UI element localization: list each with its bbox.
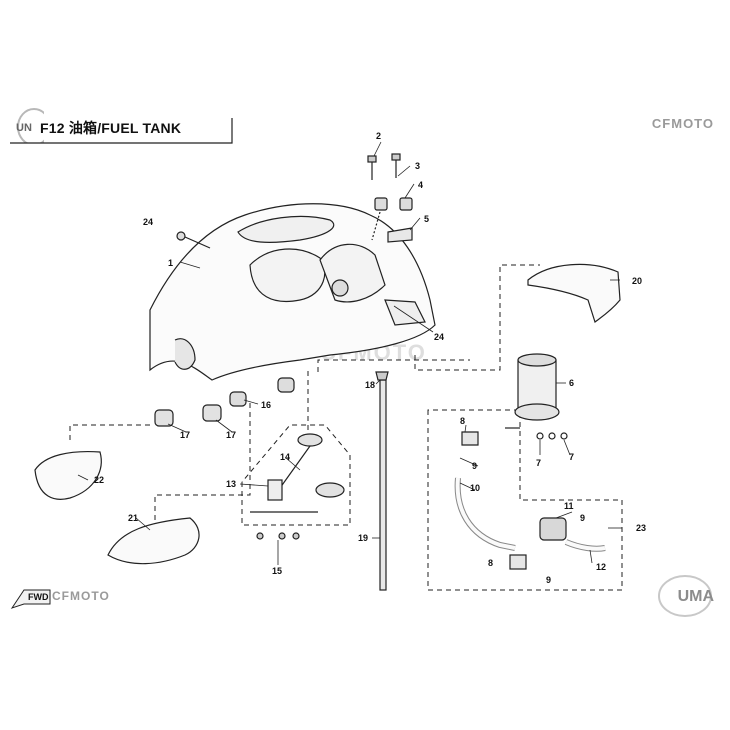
callout-2: 2: [376, 131, 381, 141]
callout-29: 24: [143, 217, 153, 227]
callout-27: 22: [94, 475, 104, 485]
callout-22: 17: [226, 430, 236, 440]
svg-text:UN: UN: [16, 122, 32, 134]
callout-17: 13: [226, 479, 236, 489]
callout-19: 15: [272, 566, 282, 576]
callout-13: 9: [546, 575, 551, 585]
callout-24: 19: [358, 533, 368, 543]
callout-28: 23: [636, 523, 646, 533]
callout-11: 9: [472, 461, 477, 471]
callout-7: 7: [536, 458, 541, 468]
callout-5: 5: [424, 214, 429, 224]
callout-3: 3: [415, 161, 420, 171]
callout-30: 24: [434, 332, 444, 342]
callout-16: 12: [596, 562, 606, 572]
forward-arrow-icon: [10, 584, 54, 617]
uma-ring-logo-bottom-icon: [655, 574, 715, 623]
callout-4: 4: [418, 180, 423, 190]
callout-6: 6: [569, 378, 574, 388]
callout-15: 11: [564, 501, 574, 511]
callout-25: 20: [632, 276, 642, 286]
cfmoto-logo-bottom: CFMOTO: [52, 589, 110, 603]
callout-8: 7: [569, 452, 574, 462]
callout-1: 1: [168, 258, 173, 268]
callout-20: 16: [261, 400, 271, 410]
fwd-label: FWD: [28, 592, 49, 602]
callout-26: 21: [128, 513, 138, 523]
callout-14: 10: [470, 483, 480, 493]
callout-9: 8: [460, 416, 465, 426]
callout-21: 17: [180, 430, 190, 440]
callout-10: 8: [488, 558, 493, 568]
uma-logo-text: UMA: [677, 588, 714, 605]
callout-12: 9: [580, 513, 585, 523]
callout-23: 18: [365, 380, 375, 390]
callout-18: 14: [280, 452, 290, 462]
cfmoto-logo-top: CFMOTO: [651, 116, 714, 131]
page-title: F12 油箱/FUEL TANK: [40, 120, 182, 136]
